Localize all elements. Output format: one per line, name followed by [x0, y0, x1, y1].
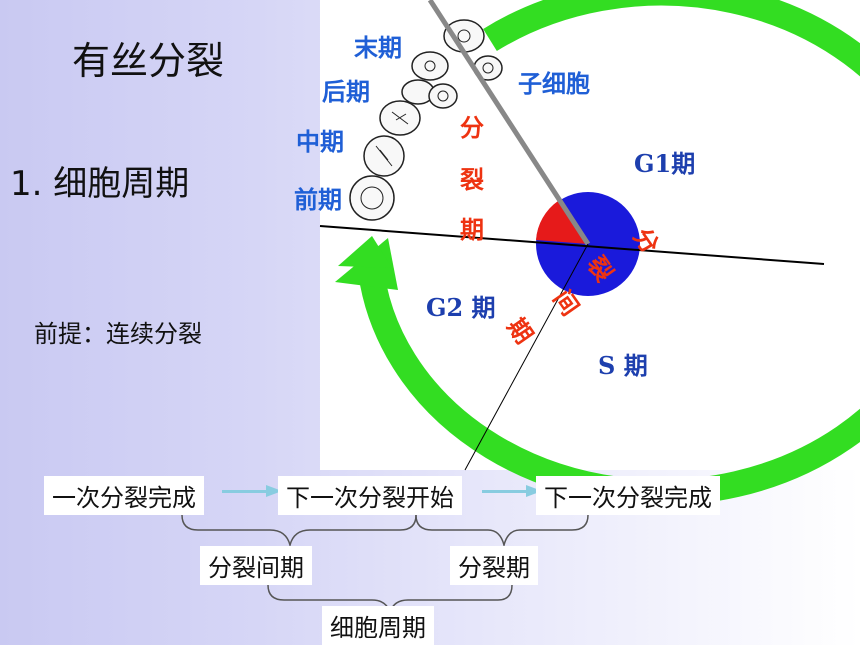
- step-next-complete: 下一次分裂完成: [536, 476, 720, 515]
- section-title: 1. 细胞周期: [10, 164, 190, 204]
- division-char-1: 分: [460, 114, 484, 142]
- horizontal-line: [319, 225, 825, 265]
- division-wedge: [536, 201, 588, 244]
- label-prophase: 前期: [294, 186, 342, 214]
- label-telophase: 末期: [354, 34, 402, 62]
- brace-division: [415, 514, 589, 548]
- brace-label-interphase: 分裂间期: [200, 546, 312, 585]
- brace-label-cell-cycle: 细胞周期: [322, 606, 434, 645]
- step-next-start: 下一次分裂开始: [278, 476, 462, 515]
- cycle-ring-arc: [357, 0, 860, 506]
- division-boundary-line: [427, 0, 591, 246]
- division-char-3: 期: [460, 216, 484, 244]
- step-first-complete: 一次分裂完成: [44, 476, 204, 515]
- label-anaphase: 后期: [322, 78, 370, 106]
- division-char-2: 裂: [460, 166, 484, 194]
- cell-details: [360, 29, 494, 210]
- label-g2: G2 期: [426, 293, 496, 322]
- step-arrows: [222, 485, 542, 497]
- label-g1: G1期: [634, 149, 696, 178]
- brace-interphase: [181, 514, 417, 548]
- brace-label-division: 分裂期: [450, 546, 538, 585]
- cell-telophase-2: [443, 19, 485, 53]
- page-title: 有丝分裂: [72, 39, 225, 83]
- cell-telophase-1: [411, 51, 449, 81]
- label-metaphase: 中期: [296, 128, 344, 156]
- mitosis-cells: [349, 19, 503, 221]
- cell-prophase: [349, 175, 395, 221]
- cell-daughter-1: [428, 83, 458, 109]
- label-s: S 期: [598, 351, 648, 380]
- premise-text: 前提：连续分裂: [34, 320, 202, 348]
- s-g2-line: [464, 243, 589, 471]
- cycle-arrow-head-tip: [338, 236, 392, 268]
- label-daughter-cell: 子细胞: [518, 70, 590, 98]
